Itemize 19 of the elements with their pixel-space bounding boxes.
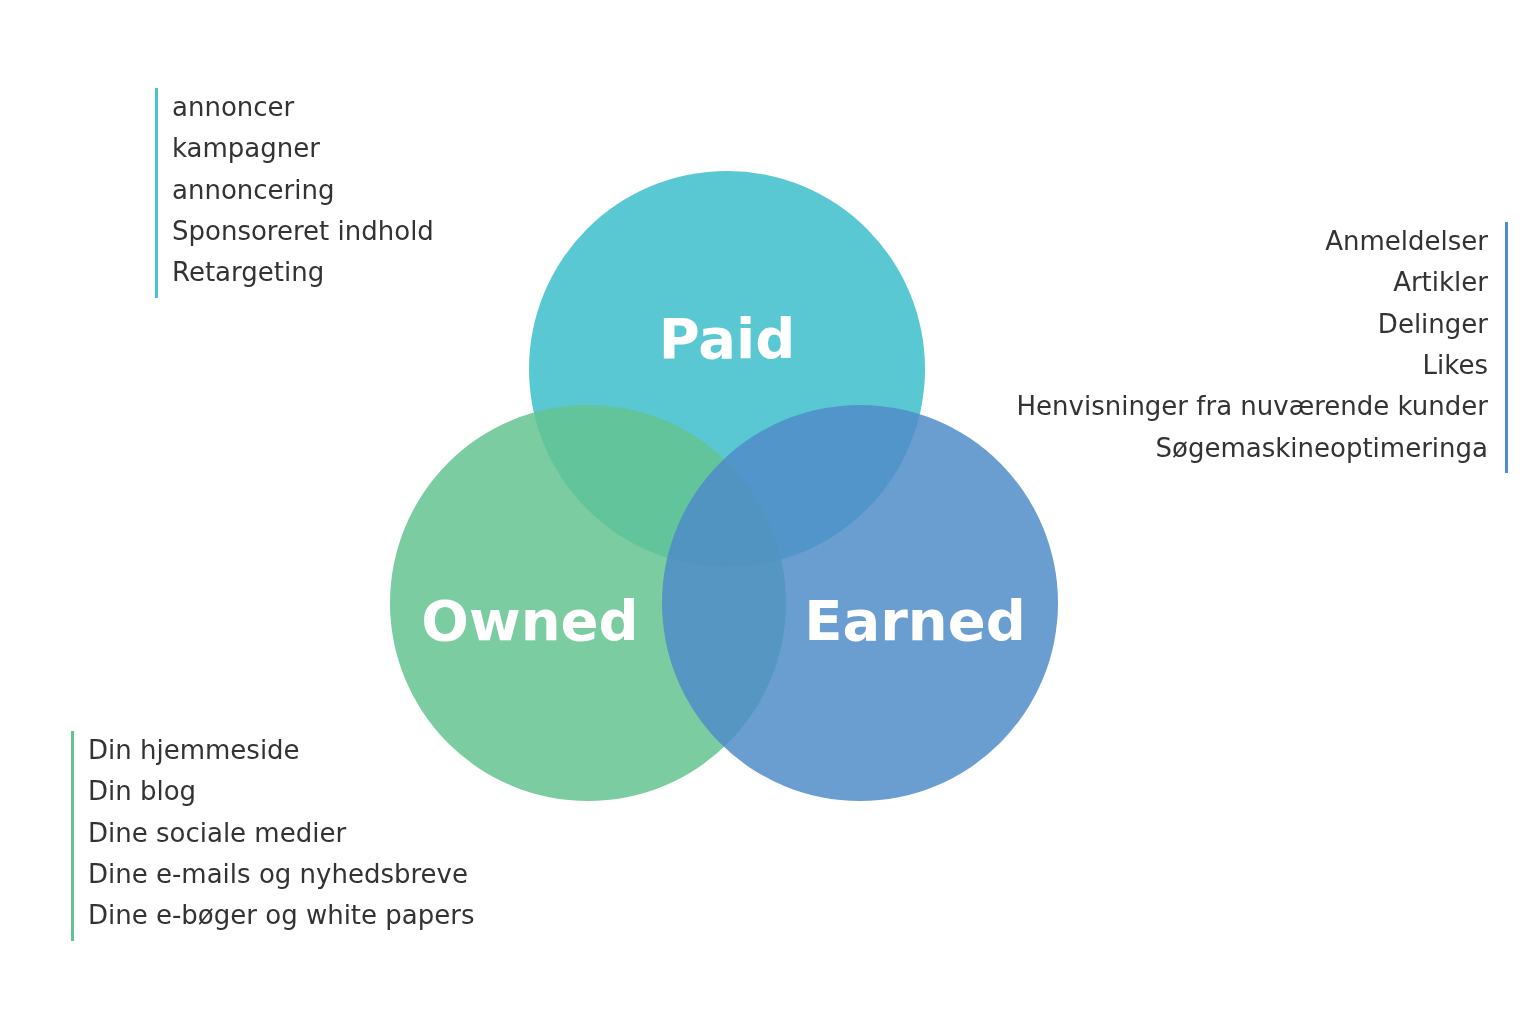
list-item: kampagner — [172, 135, 320, 162]
circle-label: Paid — [658, 311, 796, 367]
list-item: Artikler — [1393, 269, 1488, 296]
list-item: Din blog — [88, 778, 197, 805]
list-item: Dine sociale medier — [88, 819, 347, 846]
circle-label: Earned — [804, 593, 1026, 649]
list-item: Delinger — [1377, 310, 1488, 337]
list-item: Dine e-bøger og white papers — [88, 902, 475, 929]
circle-label: Owned — [421, 593, 639, 649]
list-item: Sponsoreret indhold — [172, 217, 434, 244]
list-item: Dine e-mails og nyhedsbreve — [88, 860, 468, 887]
list-item: Søgemaskineoptimeringa — [1155, 434, 1488, 461]
list-item: Retargeting — [172, 259, 325, 286]
list-item: Henvisninger fra nuværende kunder — [1016, 393, 1488, 420]
list-item: annoncer — [172, 94, 295, 120]
list-item: Din hjemmeside — [88, 737, 300, 763]
list-item: annoncering — [172, 176, 335, 203]
list-item: Anmeldelser — [1325, 228, 1488, 254]
list-item: Likes — [1422, 351, 1488, 378]
